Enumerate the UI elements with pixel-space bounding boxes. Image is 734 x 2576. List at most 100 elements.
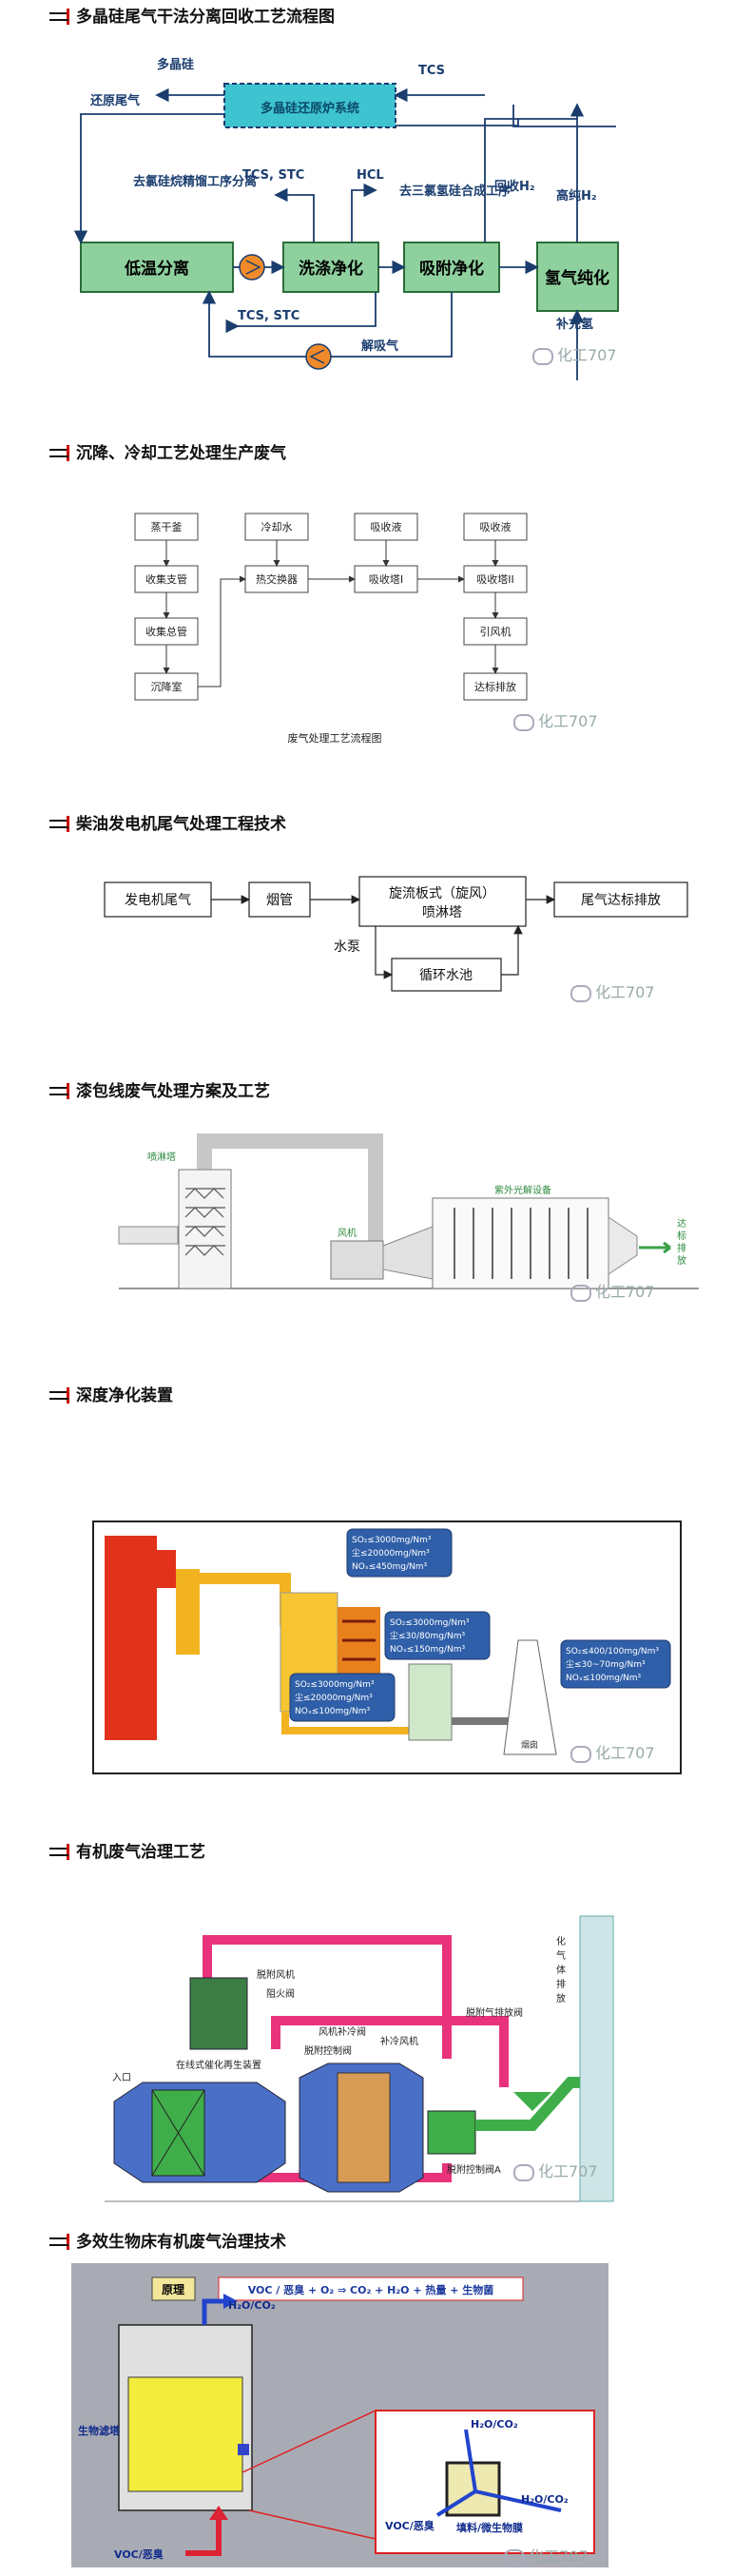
- label-settle: 沉降室: [151, 680, 183, 693]
- label-media: 填料/微生物膜: [456, 2521, 523, 2534]
- label-discharge: 达标排放: [474, 680, 516, 693]
- label-chimney: 烟囱: [521, 1739, 538, 1751]
- chimney: [503, 1639, 557, 1755]
- label-fan: 引风机: [480, 625, 512, 638]
- settle-cool-flow-diagram: 蒸干釜 收集支管 收集总管 沉降室 冷却水 热交换器 吸收液 吸收塔I 吸收液 …: [134, 513, 528, 745]
- label-uv-device: 紫外光解设备: [494, 1184, 551, 1196]
- label-high-purity-h2: 高纯H₂: [556, 188, 597, 203]
- label-equation: VOC / 恶臭 + O₂ ⇒ CO₂ + H₂O + 热量 + 生物菌: [248, 2283, 494, 2296]
- label-desorb-fan: 脱附风机: [257, 1968, 295, 1981]
- h2-purify-label: 氢气纯化: [545, 268, 609, 288]
- label-absorb-tower-2: 吸收塔II: [476, 572, 514, 586]
- box-collect-branch: [134, 565, 199, 593]
- label-bio-tower: 生物滤塔: [78, 2424, 121, 2437]
- label-out-1: 达: [677, 1218, 686, 1230]
- section-title: 漆包线废气处理方案及工艺: [49, 1077, 270, 1101]
- box-generator: [104, 881, 212, 918]
- label-spray-tower: 喷淋塔: [147, 1151, 176, 1163]
- section-title-text: 多效生物床有机废气治理技术: [76, 2233, 286, 2252]
- label-voc-small: VOC/恶臭: [385, 2519, 435, 2532]
- adsorb-label: 吸附净化: [419, 259, 484, 279]
- box1-line2: 尘≤20000mg/Nm³: [352, 1548, 430, 1559]
- watermark: 化工707: [513, 2159, 598, 2181]
- title-marker-icon: [49, 9, 69, 25]
- section-title-text: 多晶硅尾气干法分离回收工艺流程图: [76, 8, 335, 27]
- watermark-text: 化工707: [595, 1744, 655, 1762]
- box4-line2: 尘≤30~70mg/Nm³: [566, 1659, 646, 1670]
- label-desorb-a: 脱附控制阀A: [447, 2163, 501, 2176]
- watermark-text: 化工707: [538, 712, 598, 730]
- exhaust-stack: [579, 1915, 614, 2202]
- label-tcs-stc: TCS, STC: [242, 168, 304, 183]
- label-reduction-tail: 还原尾气: [89, 93, 140, 108]
- concentration-box-2: [384, 1611, 491, 1660]
- label-out-2: 标: [677, 1230, 686, 1242]
- box4-line3: NOₓ≤100mg/Nm³: [566, 1674, 642, 1683]
- polysilicon-flow-diagram: 多晶硅还原炉系统 低温分离 洗涤净化 吸附净化 氢气纯化: [73, 57, 619, 380]
- label-stack-4: 排: [556, 1978, 566, 1990]
- label-hcl: HCL: [357, 168, 384, 183]
- low-temp-box: [80, 242, 234, 293]
- box-discharge: [463, 672, 528, 701]
- label-standard: 尾气达标排放: [581, 893, 661, 908]
- desorb-pipe: [203, 1935, 452, 2059]
- label-flue: 烟管: [266, 893, 293, 908]
- section-settle-cool: 沉降、冷却工艺处理生产废气: [0, 437, 734, 751]
- watermark-text: 化工707: [595, 983, 655, 1001]
- section-title-text: 深度净化装置: [76, 1386, 173, 1405]
- label-regen-gas: 解吸气: [360, 339, 398, 354]
- label-stack-3: 体: [556, 1965, 566, 1976]
- concentration-box-1: [346, 1528, 453, 1578]
- wash-label: 洗涤净化: [299, 259, 363, 279]
- label-desorb-valve: 脱附控制阀: [304, 2044, 352, 2057]
- section-biofilter: 多效生物床有机废气治理技术 原理 VOC / 恶臭 + O₂ ⇒ CO₂ + H…: [0, 2225, 734, 2576]
- uv-device: [432, 1197, 609, 1289]
- system-label: 多晶硅还原炉系统: [261, 101, 359, 116]
- title-marker-icon: [49, 445, 69, 461]
- label-stack-2: 气: [556, 1949, 566, 1962]
- box-pool: [391, 958, 502, 992]
- label-principle: 原理: [162, 2283, 184, 2296]
- box-absorb-liquid-2: [463, 513, 528, 541]
- label-dechlor-distill: 去氯硅烷精馏工序分离: [133, 174, 257, 189]
- label-collect-main: 收集总管: [145, 625, 187, 638]
- label-recover-h2: 回收H₂: [494, 179, 535, 194]
- diagram-caption: 废气处理工艺流程图: [288, 731, 382, 745]
- watermark: 化工707: [504, 2544, 589, 2566]
- section-deep-purify: 深度净化装置 SO₂≤3000mg/Nm³ 尘≤20000mg/Nm³ NOₓ≤…: [0, 1379, 734, 1778]
- scrubber-tower: [408, 1663, 453, 1741]
- reduction-system-box: [223, 83, 396, 128]
- section-title-text: 柴油发电机尾气处理工程技术: [76, 815, 286, 834]
- organic-gas-diagram: 脱附风机 阻火阀 风机补冷阀 脱附控制阀 补冷风机 在线式催化再生装置 入口 脱…: [105, 1915, 614, 2202]
- label-pump: 水泵: [334, 939, 360, 955]
- section-title: 多晶硅尾气干法分离回收工艺流程图: [49, 3, 335, 27]
- watermark-text: 化工707: [595, 1283, 655, 1301]
- box-settle: [134, 672, 199, 701]
- label-absorb-liquid-2: 吸收液: [480, 520, 512, 533]
- watermark: 化工707: [570, 1279, 655, 1302]
- label-absorb-liquid-1: 吸收液: [371, 520, 402, 533]
- watermark: 化工707: [513, 708, 598, 731]
- section-title: 多效生物床有机废气治理技术: [49, 2228, 286, 2252]
- label-stack-1: 化: [556, 1935, 566, 1947]
- catalytic-unit: [189, 1977, 248, 2050]
- section-organic: 有机废气治理工艺 脱附风机 阻火阀 风机补冷阀 脱附控制阀 补冷风机 在线式催化…: [0, 1835, 734, 2216]
- section-title: 有机废气治理工艺: [49, 1838, 205, 1862]
- wechat-icon: [570, 1284, 591, 1302]
- label-cool-water: 冷却水: [261, 521, 293, 533]
- label-heat-ex: 热交换器: [256, 572, 298, 586]
- label-catalytic: 在线式催化再生装置: [176, 2059, 261, 2071]
- deep-purify-diagram: SO₂≤3000mg/Nm³ 尘≤20000mg/Nm³ NOₓ≤450mg/N…: [92, 1520, 682, 1774]
- concentration-box-4: [560, 1639, 671, 1689]
- flow-lines: [73, 87, 616, 380]
- label-collect-branch: 收集支管: [145, 572, 187, 586]
- label-trichlor: 去三氯氢硅合成工序: [399, 184, 511, 199]
- title-marker-icon: [49, 2234, 69, 2250]
- title-marker-icon: [49, 816, 69, 832]
- title-marker-icon: [49, 1844, 69, 1860]
- concentration-box-3: [289, 1673, 396, 1722]
- label-inlet: 入口: [112, 2073, 131, 2083]
- label-stack-5: 放: [556, 1992, 566, 2005]
- section-title-text: 沉降、冷却工艺处理生产废气: [76, 444, 286, 463]
- box3-line1: SO₂≤3000mg/Nm³: [295, 1680, 375, 1690]
